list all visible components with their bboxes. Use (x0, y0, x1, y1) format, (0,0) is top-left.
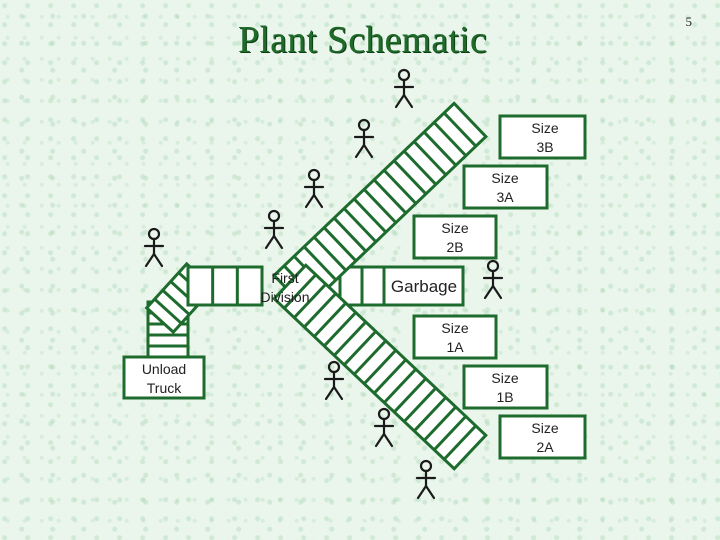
lower-branch-conveyor-rung (293, 283, 327, 319)
workers (143, 68, 504, 500)
stick-figure-icon (353, 118, 375, 159)
lower-branch-conveyor-rung (333, 320, 367, 357)
size-3a-label-line1: Size (491, 170, 518, 186)
size-3b-label-line1: Size (531, 120, 558, 136)
lower-branch-conveyor-rung (343, 330, 377, 366)
lower-branch-conveyor-rung (363, 349, 397, 385)
lower-branch-conveyor-rung (303, 292, 337, 329)
lower-branch-conveyor-rung (413, 396, 447, 432)
main-line-conveyor-frame (186, 265, 264, 307)
size-1a-label-line2: 1A (446, 339, 464, 355)
size-3a-station: Size 3A (462, 164, 549, 210)
size-1b-box (462, 364, 549, 410)
size-3a-label-line2: 3A (496, 189, 514, 205)
lower-branch-conveyor-rung (373, 358, 407, 395)
upper-branch-conveyor-rung (403, 150, 437, 186)
lower-branch-conveyor-rung (283, 273, 317, 310)
size-3b-station: Size 3B (498, 114, 587, 160)
upper-branch-conveyor-rung (433, 121, 467, 157)
slide-title: Plant Schematic (238, 19, 487, 61)
garbage-station: Garbage (382, 265, 465, 307)
unload-truck-label-line2: Truck (147, 380, 182, 396)
upper-branch-conveyor-rung (323, 226, 357, 262)
upper-branch-conveyor-rung (363, 188, 397, 224)
lower-branch-conveyor-rung (313, 302, 347, 338)
size-2b-station: Size 2B (412, 214, 498, 260)
stick-figure-icon (373, 407, 395, 448)
stick-figure-icon (393, 68, 415, 109)
stick-figure-icon (482, 259, 504, 300)
size-3b-label-line2: 3B (536, 139, 553, 155)
lower-branch-conveyor-rung (423, 405, 457, 442)
upper-branch-conveyor-rung (423, 131, 457, 167)
stick-figure-icon (323, 360, 345, 401)
size-1b-station: Size 1B (462, 364, 549, 410)
size-2a-box (498, 414, 587, 460)
lower-branch-conveyor-rung (433, 415, 467, 451)
size-1b-label-line2: 1B (496, 389, 513, 405)
upper-branch-conveyor-rung (343, 207, 377, 243)
size-1a-label-line1: Size (441, 320, 468, 336)
first-division-station: First Division (260, 270, 309, 305)
first-division-label-line1: First (271, 270, 298, 286)
size-2b-label-line1: Size (441, 220, 468, 236)
stick-figure-icon (303, 168, 325, 209)
lower-branch-conveyor-rung (323, 311, 357, 347)
lower-branch-conveyor-rung (353, 339, 387, 376)
page-number: 5 (685, 14, 693, 29)
upper-branch-conveyor-rung (413, 140, 447, 176)
upper-branch-conveyor-rung (383, 169, 417, 205)
size-1a-station: Size 1A (412, 314, 498, 360)
stick-figure-icon (143, 227, 165, 268)
upper-branch-conveyor-rung (443, 111, 477, 148)
size-3b-box (498, 114, 587, 160)
garbage-box (382, 265, 465, 307)
unload-truck-box (122, 355, 206, 400)
upper-branch-conveyor-rung (303, 245, 337, 281)
first-division-label-line2: Division (260, 289, 309, 305)
size-2b-box (412, 214, 498, 260)
upper-branch-conveyor-rung (313, 236, 347, 272)
main-line-conveyor (186, 265, 264, 307)
garbage-label: Garbage (391, 277, 457, 296)
station-boxes: Unload Truck First Division Garbage Size… (122, 114, 587, 460)
stick-figure-icon (263, 209, 285, 250)
upper-branch-conveyor-rung (333, 217, 367, 253)
upper-branch-conveyor-rung (393, 159, 427, 195)
unload-truck-label-line1: Unload (142, 361, 186, 377)
lift-conveyor-rung (153, 297, 183, 325)
upper-branch-conveyor-rung (373, 178, 407, 215)
size-2a-label-line2: 2A (536, 439, 554, 455)
lift-conveyor-rung (161, 289, 191, 316)
size-3a-box (462, 164, 549, 210)
upper-branch-conveyor-rung (353, 197, 387, 234)
size-1b-label-line1: Size (491, 370, 518, 386)
lower-branch-conveyor-rung (383, 368, 417, 404)
size-2a-station: Size 2A (498, 414, 587, 460)
size-1a-box (412, 314, 498, 360)
lower-branch-conveyor-rung (403, 387, 437, 423)
lower-branch-conveyor-rung (443, 424, 477, 461)
size-2a-label-line1: Size (531, 420, 558, 436)
lower-branch-conveyor-rung (393, 377, 427, 414)
unload-truck-station: Unload Truck (122, 355, 206, 400)
stick-figure-icon (415, 459, 437, 500)
lower-branch-conveyor (272, 263, 488, 471)
size-2b-label-line2: 2B (446, 239, 463, 255)
